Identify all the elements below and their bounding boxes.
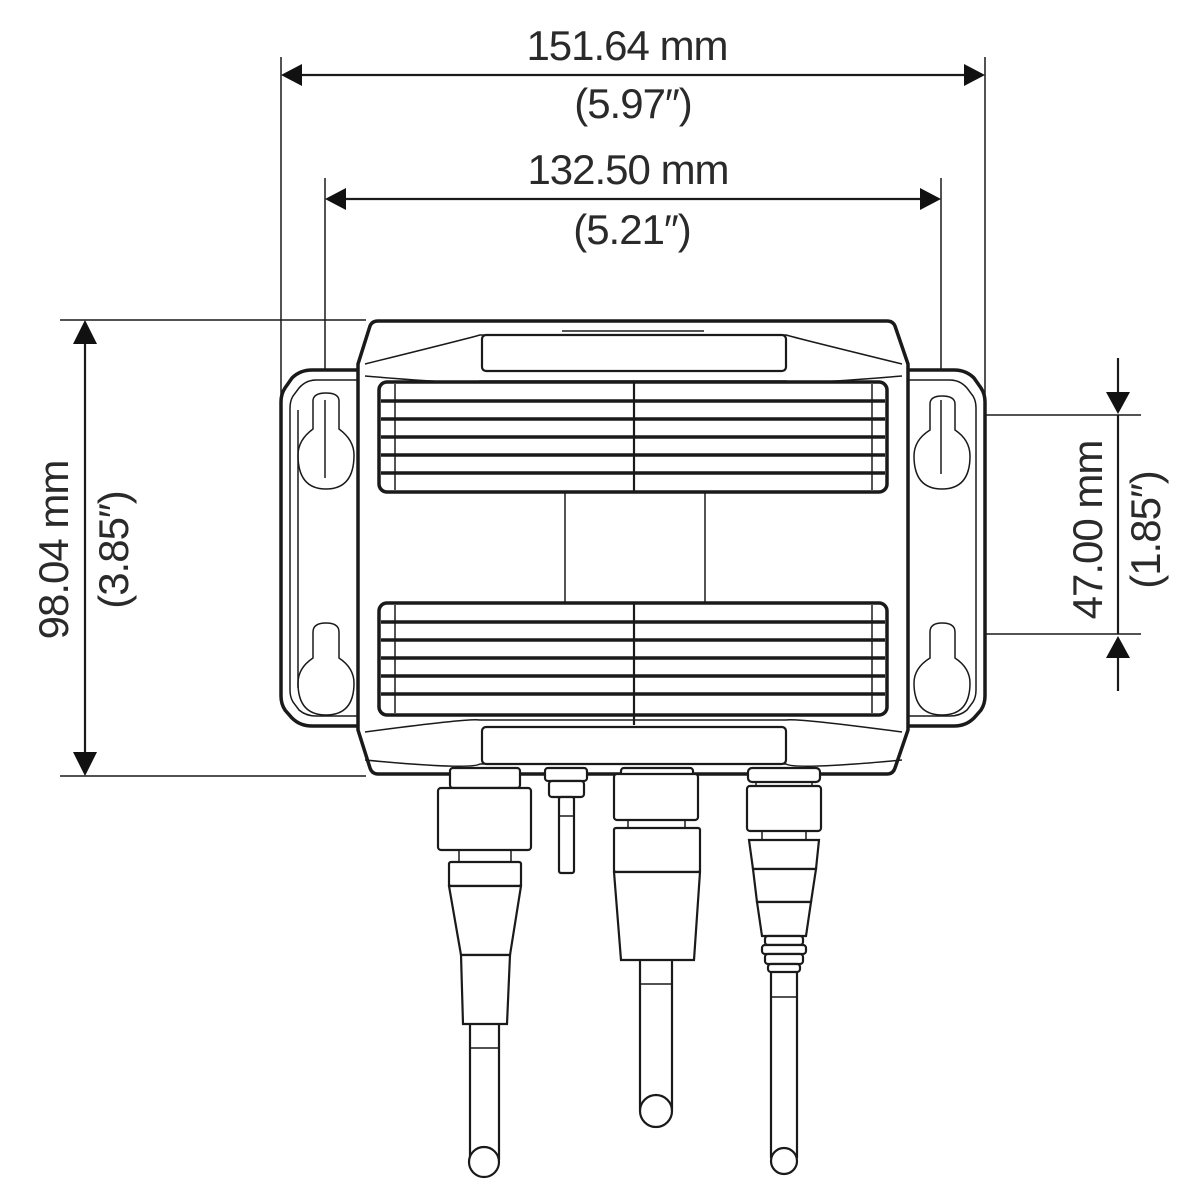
left-mounting-tab (279, 368, 362, 728)
keyhole-slot-bottom-right-icon (913, 622, 971, 716)
hole-spacing-height-dimension: 47.00 mm (1.85″) (955, 358, 1169, 691)
keyhole-slot-top-left-icon (297, 392, 355, 490)
overall-height-mm-label: 98.04 mm (30, 461, 77, 640)
keyhole-slot-bottom-left-icon (297, 622, 355, 716)
bottom-label-recess (480, 725, 788, 766)
cable-3-connector (745, 766, 823, 1176)
arrowhead-bottom-icon (73, 752, 97, 776)
cable-1-connector (436, 766, 533, 1179)
lower-vent-grille (377, 601, 889, 725)
arrowhead-left-icon (281, 64, 302, 86)
hole-spacing-width-dimension: 132.50 mm (5.21″) (324, 146, 942, 470)
right-mounting-tab (906, 368, 987, 728)
overall-width-in-label: (5.97″) (574, 80, 692, 127)
top-label-recess (480, 333, 788, 373)
arrowhead-up-icon (1106, 636, 1130, 658)
cable-1-end-icon (467, 1145, 501, 1179)
overall-width-mm-label: 151.64 mm (526, 22, 727, 69)
arrowhead-down-icon (1106, 392, 1130, 414)
hole-spacing-width-in-label: (5.21″) (573, 206, 691, 253)
cable-3-end-icon (769, 1146, 799, 1176)
overall-width-dimension: 151.64 mm (5.97″) (280, 22, 986, 400)
arrowhead-top-icon (73, 320, 97, 344)
hole-spacing-width-mm-label: 132.50 mm (527, 146, 728, 193)
sensor-probe-connector (543, 766, 589, 875)
overall-height-in-label: (3.85″) (90, 491, 137, 609)
cable-2-end-icon (638, 1093, 674, 1129)
arrowhead-right-icon (920, 188, 941, 210)
hole-spacing-height-mm-label: 47.00 mm (1064, 441, 1111, 620)
hole-spacing-height-in-label: (1.85″) (1122, 471, 1169, 589)
upper-vent-grille (377, 380, 889, 494)
arrowhead-left-icon (325, 188, 346, 210)
cable-2-connector (612, 766, 702, 1129)
overall-height-dimension: 98.04 mm (3.85″) (30, 319, 366, 777)
arrowhead-right-icon (964, 64, 985, 86)
keyhole-slot-top-right-icon (913, 395, 971, 490)
